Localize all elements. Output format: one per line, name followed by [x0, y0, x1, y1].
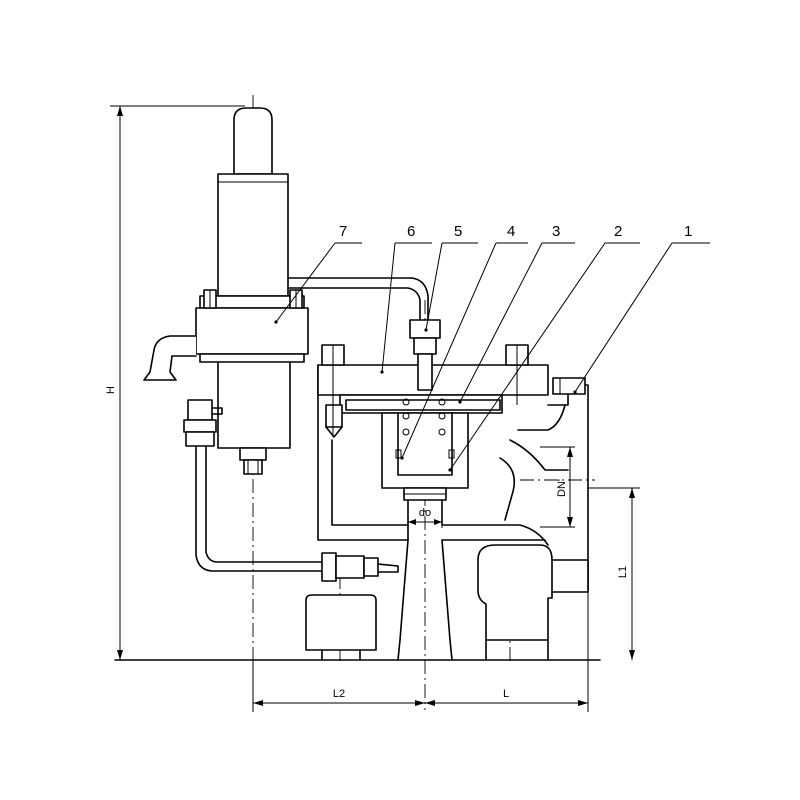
callout-1: 1 [684, 223, 692, 240]
pilot-piping [183, 277, 429, 582]
dim-label-l1: L1 [617, 566, 629, 578]
callout-4: 4 [507, 223, 515, 240]
pilot-valve [143, 107, 309, 475]
callout-7: 7 [339, 223, 347, 240]
callout-6: 6 [407, 223, 415, 240]
callout-5: 5 [454, 223, 462, 240]
callout-3: 3 [552, 223, 560, 240]
dim-label-dn: DN' [556, 479, 568, 497]
dim-label-l: L [503, 688, 509, 700]
dim-label-do: do [419, 507, 431, 519]
callout-2: 2 [614, 223, 622, 240]
dim-label-l2: L2 [333, 688, 345, 700]
main-valve-body [114, 364, 601, 661]
piston-assembly [345, 398, 501, 501]
callout-leaders [274, 242, 710, 472]
dim-label-h: H [105, 386, 117, 394]
dimension-lines [110, 105, 640, 712]
